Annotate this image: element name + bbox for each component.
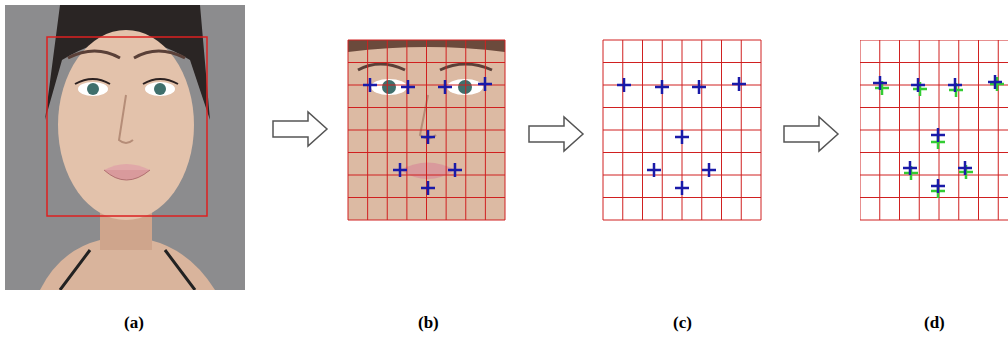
grid-line <box>603 152 761 153</box>
grid-line <box>860 220 1008 221</box>
panel-label: (c) <box>673 313 692 333</box>
landmark-cross <box>655 80 669 94</box>
grid-line <box>485 40 486 220</box>
grid-line <box>348 130 505 131</box>
landmark-cross <box>393 163 407 177</box>
landmark-cross <box>990 77 1004 91</box>
panel-label: (a) <box>124 313 144 333</box>
landmark-cross <box>675 130 689 144</box>
grid-line <box>348 175 505 176</box>
panel-label: (b) <box>418 313 439 333</box>
landmark-cross <box>438 80 452 94</box>
grid-line <box>761 40 762 220</box>
landmark-cross <box>401 80 415 94</box>
landmark-cross <box>702 163 716 177</box>
landmark-cross <box>478 77 492 91</box>
landmark-cross <box>931 128 945 142</box>
landmark-cross <box>873 75 1004 198</box>
landmark-cross <box>363 78 377 92</box>
grid-line <box>348 220 505 221</box>
grid-line <box>958 40 959 220</box>
cropped-face <box>348 40 505 220</box>
grid-line <box>446 40 447 220</box>
landmark-cross <box>873 76 887 90</box>
landmark-cross <box>448 163 462 177</box>
face-photo <box>5 5 245 290</box>
grid-line <box>603 175 761 176</box>
grid <box>348 40 505 220</box>
grid-line <box>860 62 1008 63</box>
grid-line <box>860 197 1008 198</box>
landmark-cross <box>363 75 1004 198</box>
grid-ground <box>860 40 1008 220</box>
grid-line <box>741 40 742 220</box>
landmark-cross <box>692 80 706 94</box>
process-arrow <box>273 112 838 151</box>
landmark-cross <box>647 163 661 177</box>
grid-line <box>860 152 1008 153</box>
grid-line <box>978 40 979 220</box>
landmark-cross <box>911 78 925 92</box>
grid-line <box>998 40 999 220</box>
grid-line <box>348 197 505 198</box>
landmark-cross <box>903 161 917 175</box>
grid-line <box>505 40 506 220</box>
grid-line <box>603 220 761 221</box>
landmark-cross <box>988 75 1002 89</box>
landmark-cross <box>958 161 972 175</box>
grid-line <box>465 40 466 220</box>
landmark-cross <box>732 77 746 91</box>
grid <box>348 40 1008 220</box>
grid-line <box>860 175 1008 176</box>
grid-line <box>860 130 1008 131</box>
grid-ground <box>603 40 761 220</box>
grid <box>860 40 1008 220</box>
grid-line <box>860 107 1008 108</box>
grid-line <box>860 40 1008 41</box>
landmark-cross <box>421 130 435 144</box>
landmark-cross <box>931 179 945 193</box>
landmark-cross <box>617 78 631 92</box>
landmark-cross <box>948 78 962 92</box>
landmark-cross <box>421 181 435 195</box>
grid-line <box>701 40 702 220</box>
panel-label: (d) <box>924 313 945 333</box>
grid-line <box>721 40 722 220</box>
grid <box>603 40 761 220</box>
grid-line <box>348 152 505 153</box>
landmark-cross <box>675 181 689 195</box>
grid-line <box>603 197 761 198</box>
